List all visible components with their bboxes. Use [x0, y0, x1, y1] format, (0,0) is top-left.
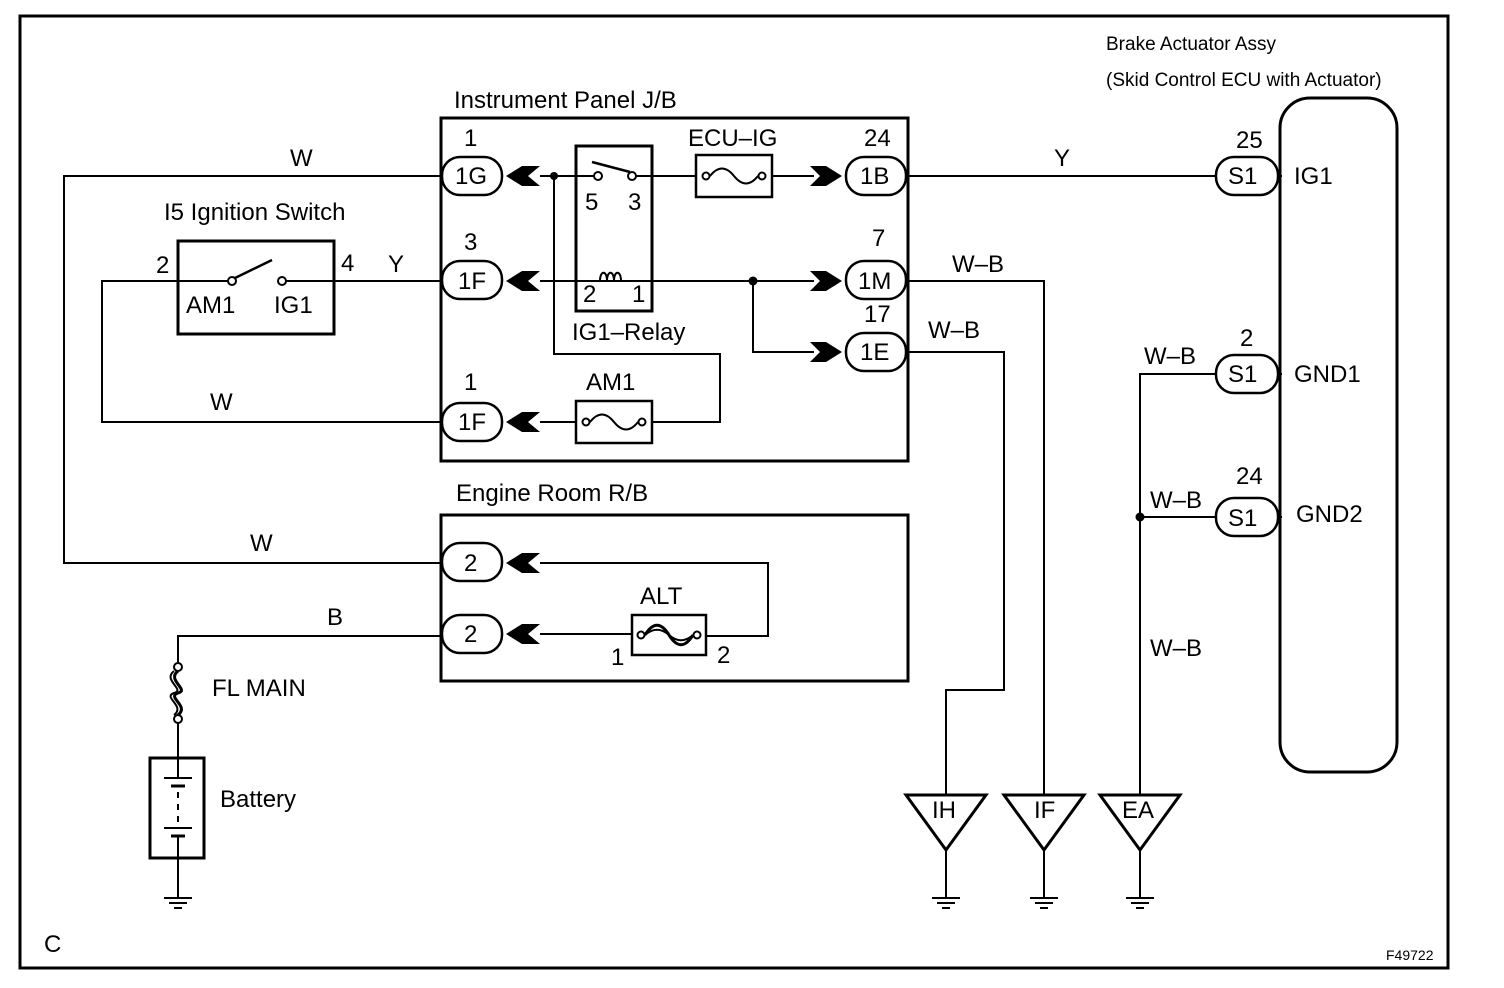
connector-label: 1M [858, 268, 891, 295]
fl-main-label: FL MAIN [212, 675, 306, 702]
wire-color: W–B [1144, 343, 1196, 370]
connector-label: 1G [455, 163, 487, 190]
connector-er-top [440, 541, 504, 583]
junction-dot [748, 276, 758, 286]
fuse-pin: 2 [717, 642, 730, 669]
pin-number: 1 [464, 369, 477, 396]
connector-label: 1E [860, 339, 889, 366]
engine-room-box [439, 513, 910, 683]
fuse-alt-icon [630, 613, 708, 657]
pin-number: 3 [464, 229, 477, 256]
wire-color: B [327, 604, 343, 631]
wire-color: W–B [1150, 635, 1202, 662]
connector-s1-ig1 [1214, 155, 1280, 197]
wire-color: W–B [1150, 487, 1202, 514]
wires [63, 175, 1282, 888]
pin-number: 24 [1236, 463, 1263, 490]
pin-number: 17 [864, 301, 891, 328]
ignition-switch-title: I5 Ignition Switch [164, 199, 345, 226]
pin-number: 24 [864, 125, 891, 152]
battery-icon [148, 756, 206, 860]
wire-color: W [210, 389, 233, 416]
ignition-switch-box [176, 239, 336, 336]
pin-number: 2 [1240, 325, 1253, 352]
connector-label: 1F [458, 268, 486, 295]
terminal-name: GND2 [1296, 501, 1363, 528]
pin-number: 25 [1236, 127, 1263, 154]
relay-pin: 3 [628, 189, 641, 216]
relay-pin: 1 [632, 281, 645, 308]
wire-color: W–B [952, 251, 1004, 278]
ground-ih [903, 793, 989, 909]
ignition-switch-contact-icon [178, 258, 334, 286]
pin-number: 2 [156, 252, 169, 279]
connector-1e [844, 331, 908, 373]
connector-er-bottom [440, 613, 504, 655]
ground-ea [1097, 793, 1183, 909]
wire-color: W [290, 145, 313, 172]
fuse-label-alt: ALT [640, 583, 683, 610]
connector-1f-a [440, 259, 504, 301]
relay-switch-icon [591, 160, 637, 181]
connector-1g [440, 155, 504, 197]
junction-dot [550, 172, 558, 180]
connector-label: S1 [1228, 505, 1257, 532]
connector-label: 2 [464, 550, 477, 577]
terminal-name: IG1 [1294, 163, 1333, 190]
brake-actuator-box [1278, 96, 1399, 774]
connector-1f-b [440, 401, 504, 443]
brake-actuator-subtitle: (Skid Control ECU with Actuator) [1106, 70, 1382, 91]
fuse-am1-icon [574, 399, 654, 445]
connector-label: 1F [458, 409, 486, 436]
fuse-pin: 1 [611, 644, 624, 671]
instrument-panel-title: Instrument Panel J/B [454, 87, 677, 114]
connector-1m [844, 259, 908, 301]
relay-coil-icon [576, 271, 652, 282]
fuse-label-am1: AM1 [586, 369, 635, 396]
battery-label: Battery [220, 786, 296, 813]
connector-label: S1 [1228, 361, 1257, 388]
figure-id: F49722 [1386, 947, 1434, 963]
connector-s1-gnd1 [1214, 353, 1280, 395]
ig1-relay-box [574, 144, 654, 313]
diagram-frame [18, 14, 1450, 970]
pin-number: 1 [464, 125, 477, 152]
brake-actuator-title: Brake Actuator Assy [1106, 34, 1277, 55]
connector-label: 2 [464, 621, 477, 648]
connector-label: S1 [1228, 163, 1257, 190]
instrument-panel-box [439, 116, 910, 463]
corner-code: C [44, 931, 61, 958]
fl-main-fusible-link-icon [169, 662, 183, 724]
terminal-name: IG1 [274, 292, 313, 319]
fuse-label-ecu-ig: ECU–IG [688, 125, 777, 152]
pin-number: 4 [341, 250, 354, 277]
terminal-name: GND1 [1294, 361, 1361, 388]
connector-s1-gnd2 [1214, 496, 1280, 538]
ground-if [1001, 793, 1087, 909]
terminal-name: AM1 [186, 292, 235, 319]
ground-label: EA [1122, 797, 1154, 824]
relay-label: IG1–Relay [572, 319, 685, 346]
connector-label: 1B [860, 163, 889, 190]
junction-dot [1135, 512, 1145, 522]
ground-label: IH [932, 797, 956, 824]
fuse-ecu-ig-icon [694, 153, 774, 199]
relay-pin: 2 [583, 281, 596, 308]
pin-number: 7 [872, 225, 885, 252]
wire-color: Y [388, 251, 404, 278]
relay-pin: 5 [585, 189, 598, 216]
ground-label: IF [1034, 797, 1055, 824]
engine-room-title: Engine Room R/B [456, 480, 648, 507]
connector-arrows [506, 166, 842, 644]
connector-1b [844, 155, 908, 197]
wire-color: W–B [928, 317, 980, 344]
connectors [440, 155, 1280, 655]
wire-color: Y [1054, 145, 1070, 172]
ground-icon-battery [163, 887, 193, 909]
wire-color: W [250, 530, 273, 557]
